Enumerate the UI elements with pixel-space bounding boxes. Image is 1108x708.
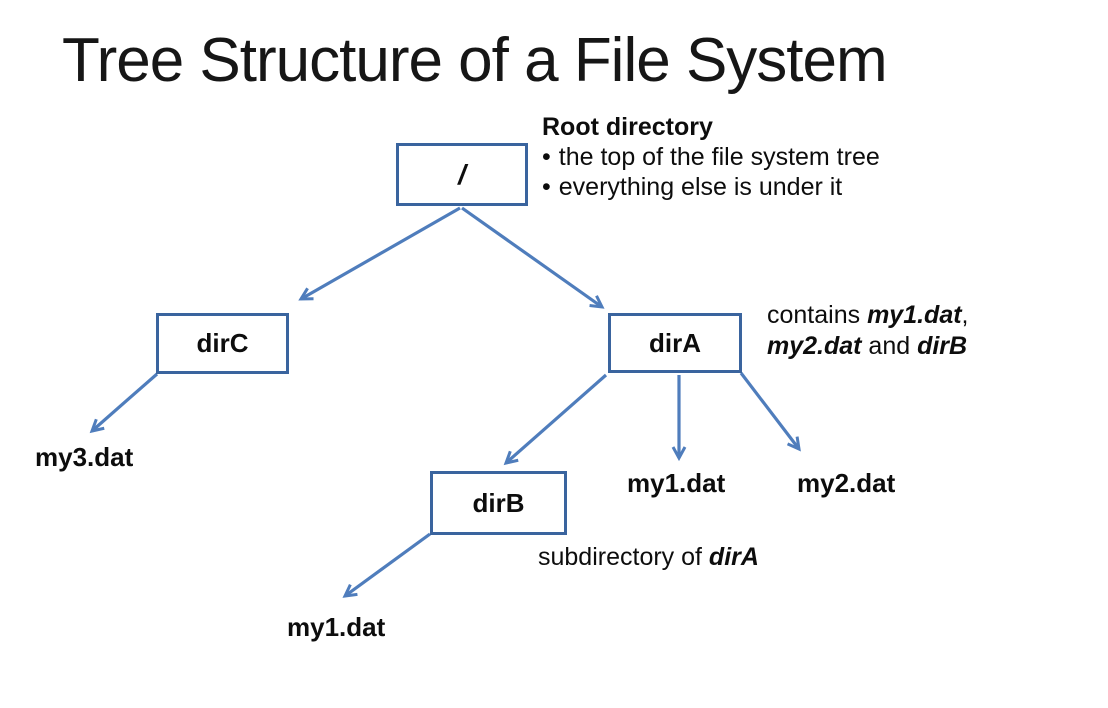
node-root-label: / [458,158,466,190]
root-note-bullet-2: •everything else is under it [542,172,880,202]
root-note-heading: Root directory [542,113,713,141]
root-directory-annotation: Root directory •the top of the file syst… [542,112,880,202]
node-dira-label: dirA [649,327,701,358]
contains-note-line-1: contains my1.dat, [767,301,969,329]
file-label-my3dat: my3.dat [35,442,134,472]
node-dirc-label: dirC [196,328,249,358]
bullet-icon: • [542,173,551,201]
arrow-dira-to-my2dat [739,372,801,452]
node-root-directory: / [396,143,528,206]
dirb-subdirectory-annotation: subdirectory of dirA [538,543,759,571]
file-label-my2dat-under-dira: my2.dat [797,468,896,498]
node-dirc: dirC [156,313,289,374]
file-label-my1dat-under-dirb: my1.dat [287,612,386,642]
contains-note-file1: my1.dat [867,301,962,329]
contains-note-dir: dirB [917,332,968,360]
node-dirb: dirB [430,471,567,535]
slide-title: Tree Structure of a File System [62,26,888,95]
root-note-bullet-1-text: the top of the file system tree [558,143,880,171]
root-note-bullet-2-text: everything else is under it [558,173,843,201]
contains-note-line-2: my2.dat and dirB [767,332,968,360]
node-dira: dirA [608,313,742,373]
arrow-dirc-to-my3dat [89,372,159,434]
arrow-root-to-dira [461,206,605,309]
arrow-root-to-dirc [298,206,461,301]
arrow-dira-to-dirb [503,373,608,466]
bullet-icon: • [542,143,551,171]
contains-note-file2: my2.dat [767,332,862,360]
root-note-bullet-1: •the top of the file system tree [542,142,880,172]
subdir-note-target: dirA [708,543,759,571]
node-dirb-label: dirB [472,487,525,518]
arrow-dirb-to-my1dat [342,532,431,598]
dira-contains-annotation: contains my1.dat, my2.dat and dirB [767,300,969,362]
file-label-my1dat-under-dira: my1.dat [627,468,726,498]
